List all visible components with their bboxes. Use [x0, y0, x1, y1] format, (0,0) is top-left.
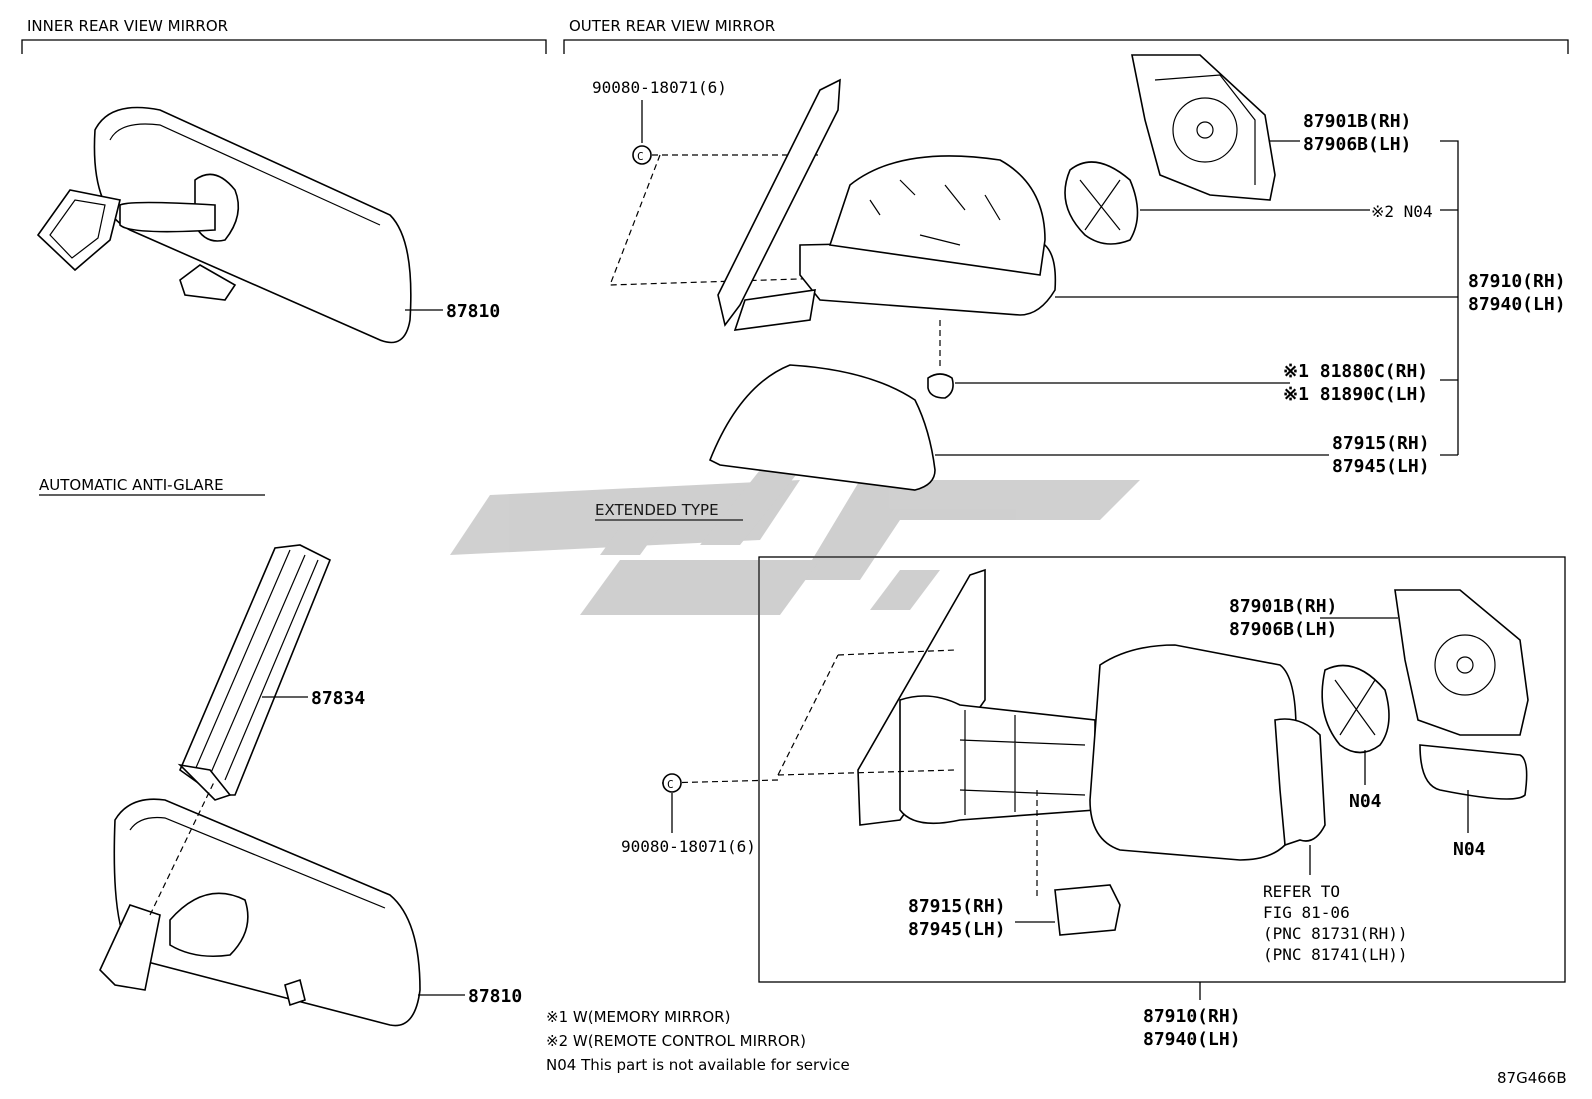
footnote-1: ※1 W(MEMORY MIRROR) — [546, 1008, 730, 1026]
label-glass-rh: 87901B(RH) — [1303, 111, 1411, 132]
bolt-ext-icon: C — [662, 773, 682, 793]
label-87810-a: 87810 — [446, 301, 500, 322]
extended-lens-drawing — [1419, 744, 1528, 800]
refer-line-3: (PNC 81731(RH)) — [1263, 924, 1408, 943]
watermark-logo — [450, 470, 1140, 615]
label-87834: 87834 — [311, 688, 365, 709]
anti-glare-mirror-drawing — [99, 798, 421, 1027]
label-ext-cover-rh: 87915(RH) — [908, 896, 1006, 917]
label-bolt-ext: 90080-18071(6) — [621, 837, 756, 856]
label-mirror-lh: 87940(LH) — [1468, 294, 1566, 315]
label-ext-glass-lh: 87906B(LH) — [1229, 619, 1337, 640]
footnote-3: N04 This part is not available for servi… — [546, 1056, 850, 1074]
inner-section-title: INNER REAR VIEW MIRROR — [27, 17, 228, 35]
label-bolt-outer: 90080-18071(6) — [592, 78, 727, 97]
outer-actuator-drawing — [1064, 161, 1139, 245]
label-87810-b: 87810 — [468, 986, 522, 1007]
figure-code: 87G466B — [1497, 1069, 1567, 1087]
bolt-outer-icon: C — [632, 145, 652, 165]
label-mirror-rh: 87910(RH) — [1468, 271, 1566, 292]
label-ext-cover-lh: 87945(LH) — [908, 919, 1006, 940]
outer-section-header: OUTER REAR VIEW MIRROR — [563, 17, 1569, 54]
extended-glass-drawing — [1394, 589, 1529, 736]
extended-mirror-drawing — [857, 568, 1326, 861]
refer-line-2: FIG 81-06 — [1263, 903, 1350, 922]
label-ext-glass-rh: 87901B(RH) — [1229, 596, 1337, 617]
side-lamp-drawing — [927, 373, 954, 399]
extended-actuator-drawing — [1321, 664, 1390, 754]
anti-glare-cover-drawing — [177, 544, 332, 801]
refer-line-1: REFER TO — [1263, 882, 1340, 901]
footnote-2: ※2 W(REMOTE CONTROL MIRROR) — [546, 1032, 806, 1050]
svg-text:C: C — [637, 150, 644, 163]
label-cover-rh: 87915(RH) — [1332, 433, 1430, 454]
label-lamp-lh: ※1 81890C(LH) — [1283, 384, 1428, 405]
outer-glass-drawing — [1131, 54, 1276, 201]
extended-section-frame — [758, 556, 1566, 983]
outer-section-title: OUTER REAR VIEW MIRROR — [569, 17, 775, 35]
outer-section-bracket — [563, 39, 1569, 54]
anti-glare-dashed-guide — [149, 779, 216, 916]
outer-cover-drawing — [708, 364, 936, 491]
inner-section-bracket — [21, 39, 547, 54]
auto-section-title: AUTOMATIC ANTI-GLARE — [39, 476, 224, 494]
inner-section-header: INNER REAR VIEW MIRROR — [21, 17, 547, 54]
label-n04-outer: ※2 N04 — [1371, 202, 1433, 221]
extended-cover-drawing — [1054, 884, 1121, 936]
svg-text:C: C — [667, 778, 674, 791]
label-cover-lh: 87945(LH) — [1332, 456, 1430, 477]
inner-mirror-drawing — [36, 106, 412, 344]
label-ext-mirror-lh: 87940(LH) — [1143, 1029, 1241, 1050]
label-glass-lh: 87906B(LH) — [1303, 134, 1411, 155]
group-bracket-outer — [1440, 140, 1459, 456]
extended-section-header: EXTENDED TYPE — [595, 501, 1566, 983]
outer-mirror-drawing — [717, 78, 1057, 331]
extended-section-title: EXTENDED TYPE — [595, 501, 719, 519]
label-ext-n04-a: N04 — [1349, 791, 1382, 812]
label-lamp-rh: ※1 81880C(RH) — [1283, 361, 1428, 382]
auto-section-header: AUTOMATIC ANTI-GLARE — [39, 476, 265, 496]
label-ext-mirror-rh: 87910(RH) — [1143, 1006, 1241, 1027]
label-ext-n04-b: N04 — [1453, 839, 1486, 860]
refer-line-4: (PNC 81741(LH)) — [1263, 945, 1408, 964]
